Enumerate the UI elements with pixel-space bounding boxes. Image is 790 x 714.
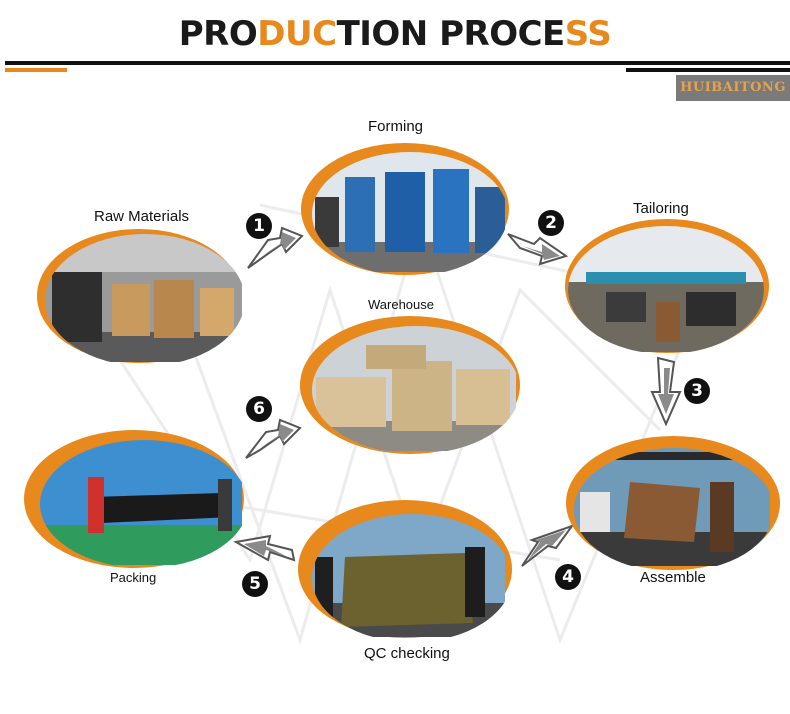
step-tailoring [564,218,770,354]
label-raw-materials: Raw Materials [94,208,190,225]
step-number-3: 3 [684,378,710,404]
arrow-2-icon [507,233,569,266]
arrow-1-icon [247,226,304,269]
arrow-3-icon [650,356,682,427]
title-part-3: TION PROCE [336,14,566,54]
step-forming [300,142,510,276]
step-packing [24,430,244,568]
step-qc-checking [298,500,512,638]
label-tailoring: Tailoring [633,200,689,217]
step-number-4: 4 [555,564,581,590]
label-packing: Packing [110,570,157,585]
header-divider [5,61,790,65]
step-number-6: 6 [246,396,272,422]
arrow-6-icon [245,418,302,459]
header-divider-right [626,68,790,72]
arrow-4-icon [521,523,575,567]
step-number-1: 1 [246,213,272,239]
title-part-1: PRO [178,14,258,54]
label-warehouse: Warehouse [368,297,434,312]
brand-badge: HUIBAITONG [676,75,790,101]
step-raw-materials [36,228,242,364]
title-part-2: DUC [257,14,337,54]
title-part-4: SS [564,14,612,54]
label-assemble: Assemble [640,569,706,586]
label-qc-checking: QC checking [364,645,450,662]
label-forming: Forming [368,118,424,135]
arrow-5-icon [233,534,296,562]
step-number-5: 5 [242,571,268,597]
step-assemble [566,436,780,570]
step-warehouse [300,316,520,454]
page-title: PRODUCTION PROCESS [0,14,790,54]
step-number-2: 2 [538,210,564,236]
accent-bar [5,68,67,72]
